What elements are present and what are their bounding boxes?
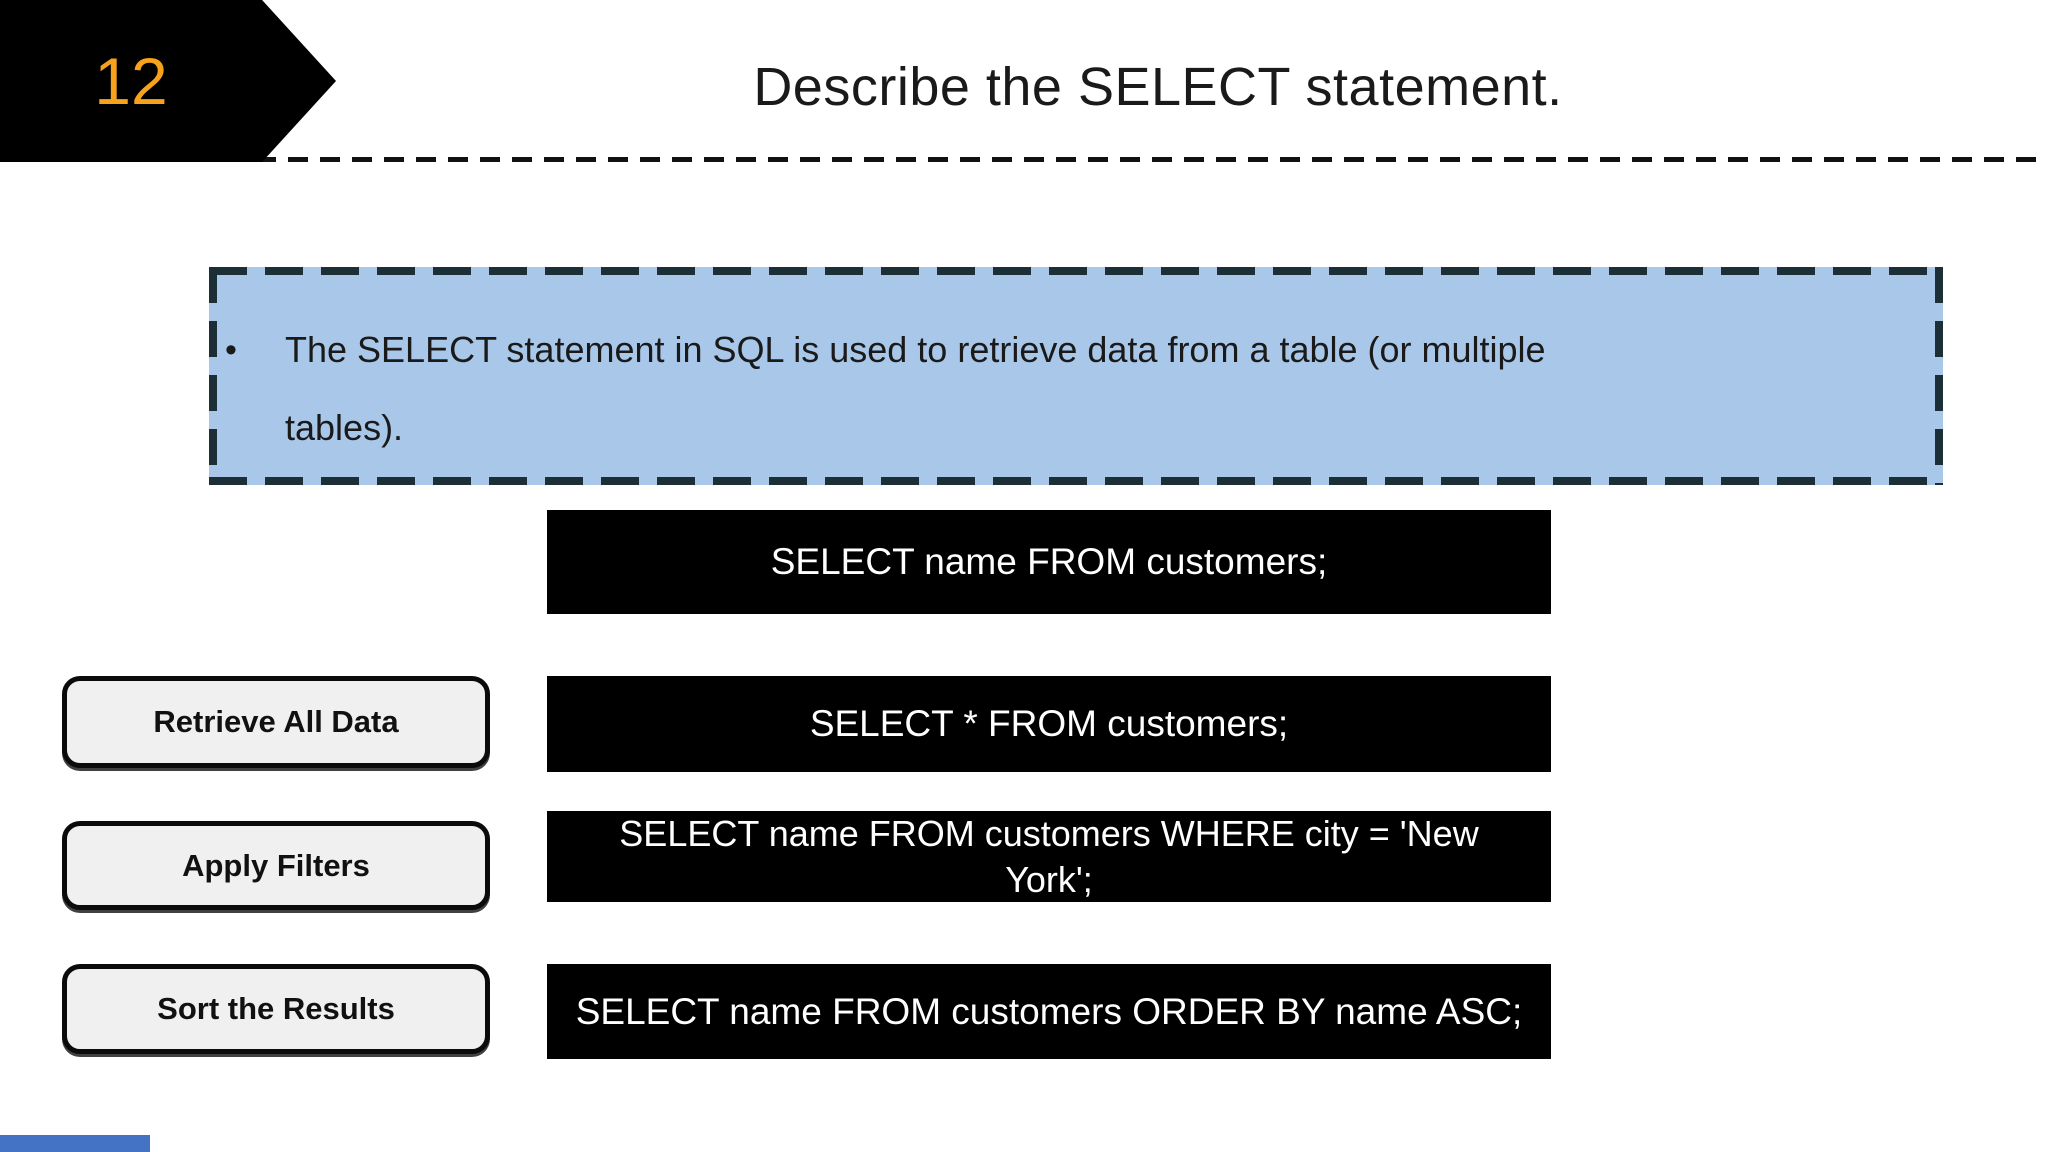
page-number-arrow: 12 xyxy=(0,0,336,162)
sort-results-button: Sort the Results xyxy=(62,964,490,1054)
page-number: 12 xyxy=(94,44,168,118)
footer-accent-bar xyxy=(0,1135,150,1152)
slide-title: Describe the SELECT statement. xyxy=(753,57,1563,117)
definition-text: The SELECT statement in SQL is used to r… xyxy=(285,329,1546,448)
header-dashed-divider xyxy=(0,157,2048,162)
bullet-marker: • xyxy=(225,331,237,369)
definition-content: • The SELECT statement in SQL is used to… xyxy=(209,267,1943,467)
definition-box: • The SELECT statement in SQL is used to… xyxy=(209,267,1943,485)
sql-code-box-where-filter: SELECT name FROM customers WHERE city = … xyxy=(547,811,1551,902)
sql-code-box-select-all: SELECT * FROM customers; xyxy=(547,676,1551,772)
apply-filters-button: Apply Filters xyxy=(62,821,490,910)
retrieve-all-data-button: Retrieve All Data xyxy=(62,676,490,768)
sql-code-box-order-by: SELECT name FROM customers ORDER BY name… xyxy=(547,964,1551,1059)
sql-code-box-basic: SELECT name FROM customers; xyxy=(547,510,1551,614)
